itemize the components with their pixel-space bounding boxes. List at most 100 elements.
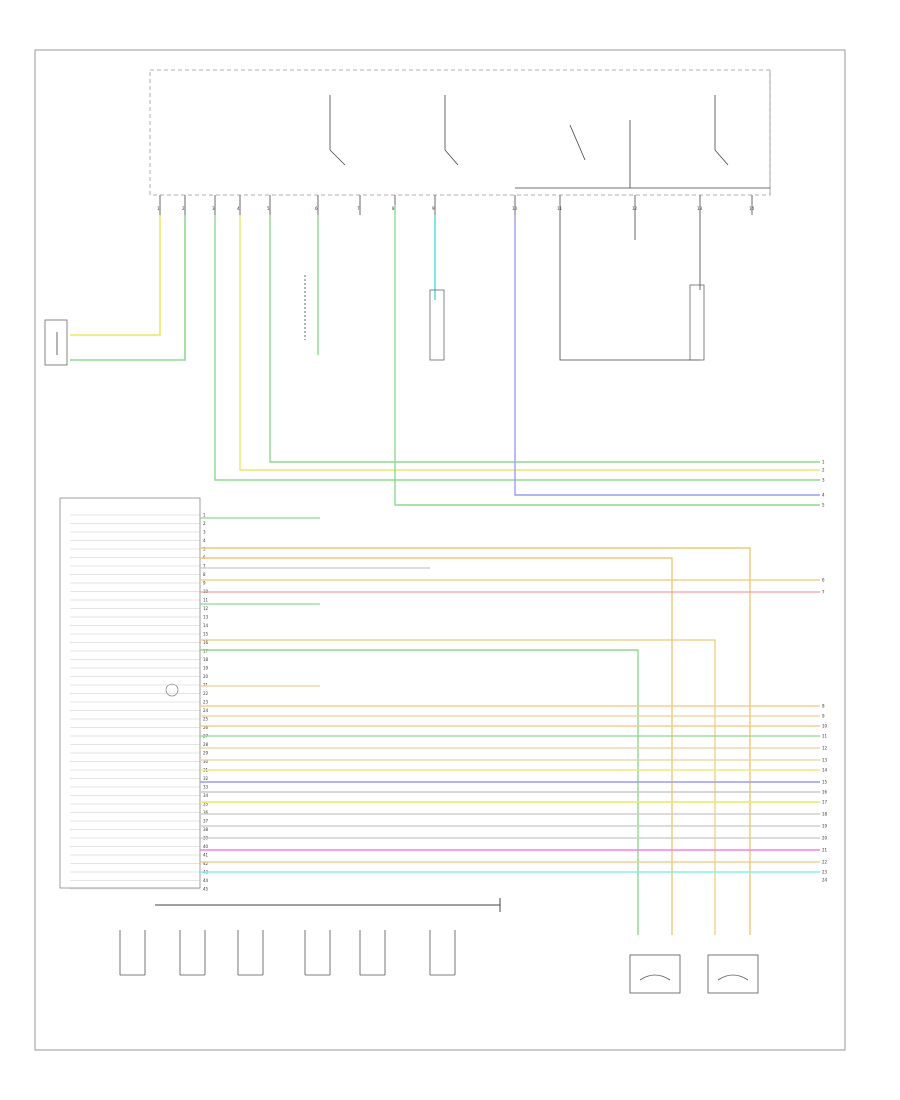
solenoid-1: [629, 954, 681, 994]
right-edge-label: 16: [822, 790, 828, 795]
top-pin: 3: [212, 195, 216, 215]
bottom-component: [304, 930, 331, 976]
right-edge-label: 3: [822, 478, 825, 483]
right-edge-label: 2: [822, 468, 825, 473]
module-pin-label: 4: [203, 538, 206, 543]
module-pin-label: 23: [203, 700, 209, 705]
module-pin-label: 35: [203, 802, 209, 807]
right-edge-label: 13: [822, 758, 828, 763]
module-pin-label: 41: [203, 853, 209, 858]
right-edge-label: 5: [822, 503, 825, 508]
right-edge-label: 20: [822, 836, 828, 841]
module-connector: 1234567891011121314151617181920212223242…: [70, 513, 209, 892]
diagram-frame: [34, 49, 846, 1051]
module-pin-label: 38: [203, 827, 209, 832]
wire-green-left: [70, 215, 186, 361]
module-pin-label: 14: [203, 623, 209, 628]
vertical-wires: [70, 205, 820, 506]
switch-3: [569, 124, 586, 161]
wire-orange-1: [200, 547, 751, 935]
module-pin-label: 5: [203, 547, 206, 552]
module-pin-label: 16: [203, 640, 209, 645]
top-switch-housing: [149, 69, 771, 196]
module-ground-icon: [165, 683, 179, 697]
module-pin-label: 22: [203, 691, 209, 696]
wire-green-bus: [214, 215, 820, 481]
switch-2: [444, 149, 459, 166]
wire-yellow-bus: [239, 215, 820, 471]
module-pin-label: 12: [203, 606, 209, 611]
module-pin-label: 33: [203, 785, 209, 790]
right-edge-label: 23: [822, 870, 828, 875]
right-edge-label: 12: [822, 746, 828, 751]
top-pin: 13: [697, 195, 703, 215]
bottom-component: [359, 930, 386, 976]
module-pin-label: 13: [203, 615, 209, 620]
module-pin-label: 24: [203, 708, 209, 713]
top-pin-label: 4: [237, 206, 240, 211]
module-pin-label: 17: [203, 649, 209, 654]
module-pin-label: 30: [203, 759, 209, 764]
top-pin: 9: [432, 195, 436, 215]
right-edge-label: 21: [822, 848, 828, 853]
top-pin: 12: [632, 195, 638, 215]
top-pin-label: 10: [512, 206, 518, 211]
right-edge-label: 10: [822, 724, 828, 729]
wire-violet: [514, 215, 820, 496]
bottom-component: [237, 930, 264, 976]
module-pin-label: 7: [203, 564, 206, 569]
component-right: [689, 284, 705, 361]
right-edge-label: 17: [822, 800, 828, 805]
right-edge-label: 4: [822, 493, 825, 498]
right-edge-label: 24: [822, 878, 828, 883]
wire-green-bus-2: [269, 215, 820, 463]
module-pin-label: 19: [203, 666, 209, 671]
bottom-components: [119, 930, 456, 976]
top-pin: 4: [237, 195, 241, 215]
control-module: [59, 497, 201, 889]
top-pin: 2: [182, 195, 186, 215]
wire-black-loop: [559, 215, 700, 361]
top-pin-label: 5: [267, 206, 270, 211]
right-edge-label: 11: [822, 734, 828, 739]
right-edge-label: 14: [822, 768, 828, 773]
module-pin-label: 42: [203, 861, 209, 866]
left-sensor: [44, 319, 68, 366]
module-pin-label: 2: [203, 521, 206, 526]
module-pin-label: 36: [203, 810, 209, 815]
switch-4: [714, 149, 729, 166]
top-pin: 14: [749, 195, 755, 215]
module-pin-label: 1: [203, 513, 206, 518]
top-pin: 6: [315, 195, 319, 215]
bottom-component: [179, 930, 206, 976]
module-pin-label: 34: [203, 793, 209, 798]
right-edge-label: 9: [822, 714, 825, 719]
top-pin-label: 2: [182, 206, 185, 211]
module-pin-label: 11: [203, 598, 209, 603]
bottom-component: [429, 930, 456, 976]
module-pin-label: 45: [203, 887, 209, 892]
top-pin: 11: [557, 195, 563, 215]
component-center: [429, 289, 445, 361]
top-pin-label: 14: [749, 206, 755, 211]
top-pin-label: 1: [157, 206, 160, 211]
top-switches: [329, 95, 770, 189]
module-pin-label: 26: [203, 725, 209, 730]
top-pin-label: 3: [212, 206, 215, 211]
right-edge-label: 1: [822, 460, 825, 465]
right-edge-label: 7: [822, 590, 825, 595]
top-pin-label: 13: [697, 206, 703, 211]
solenoid-2: [707, 954, 759, 994]
top-pin-label: 6: [315, 206, 318, 211]
top-pin-label: 7: [357, 206, 360, 211]
right-edge-label: 15: [822, 780, 828, 785]
module-pin-label: 32: [203, 776, 209, 781]
top-pin-label: 9: [432, 206, 435, 211]
top-pin-label: 12: [632, 206, 638, 211]
module-pin-label: 8: [203, 572, 206, 577]
switch-1: [329, 149, 346, 166]
top-pin-label: 8: [392, 206, 395, 211]
right-edge-label: 6: [822, 578, 825, 583]
